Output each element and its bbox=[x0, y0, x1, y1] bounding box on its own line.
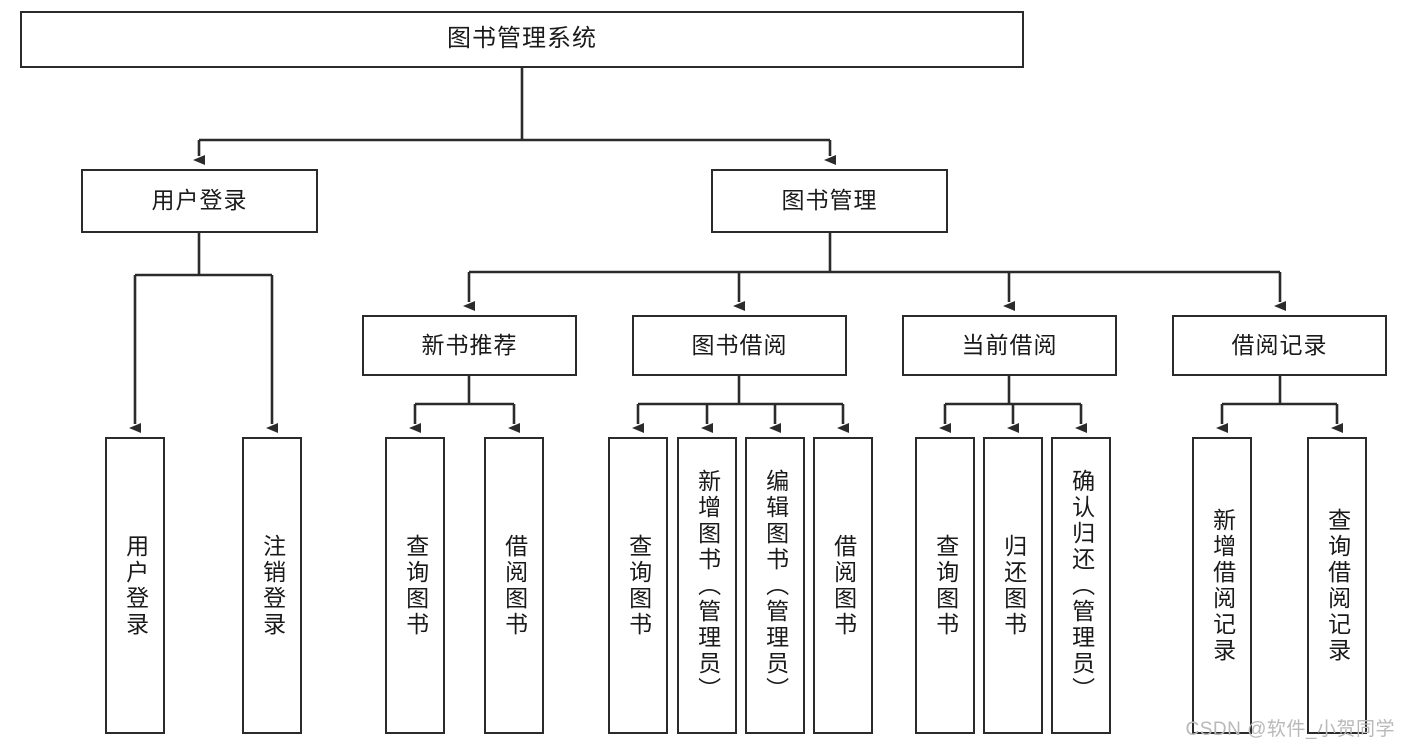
node-leaf-confirm-return[interactable]: 确认归还（管理员） bbox=[1051, 437, 1111, 734]
node-label: 新书推荐 bbox=[421, 331, 518, 358]
node-label: 注销登录 bbox=[259, 533, 286, 638]
node-leaf-return-book[interactable]: 归还图书 bbox=[983, 437, 1043, 734]
node-label: 借阅图书 bbox=[501, 533, 528, 638]
node-label: 用户登录 bbox=[122, 533, 149, 638]
node-label: 图书借阅 bbox=[691, 331, 788, 358]
node-label: 借阅记录 bbox=[1231, 331, 1328, 358]
node-label: 新增借阅记录 bbox=[1209, 507, 1236, 664]
node-label: 用户登录 bbox=[151, 187, 248, 214]
node-label: 编辑图书（管理员） bbox=[762, 468, 789, 703]
node-leaf-edit-book[interactable]: 编辑图书（管理员） bbox=[745, 437, 805, 734]
node-leaf-add-record[interactable]: 新增借阅记录 bbox=[1192, 437, 1252, 734]
node-leaf-query-record[interactable]: 查询借阅记录 bbox=[1307, 437, 1367, 734]
node-root-system[interactable]: 图书管理系统 bbox=[20, 11, 1024, 68]
node-label: 查询借阅记录 bbox=[1324, 507, 1351, 664]
node-leaf-query-book-2[interactable]: 查询图书 bbox=[608, 437, 668, 734]
node-book-manage[interactable]: 图书管理 bbox=[711, 169, 948, 233]
node-label: 查询图书 bbox=[402, 533, 429, 638]
node-label: 确认归还（管理员） bbox=[1068, 468, 1095, 703]
node-label: 查询图书 bbox=[625, 533, 652, 638]
node-user-login[interactable]: 用户登录 bbox=[81, 169, 318, 233]
node-borrow-record[interactable]: 借阅记录 bbox=[1172, 315, 1387, 376]
node-book-borrow[interactable]: 图书借阅 bbox=[632, 315, 847, 376]
node-label: 借阅图书 bbox=[830, 533, 857, 638]
node-leaf-borrow-book-2[interactable]: 借阅图书 bbox=[813, 437, 873, 734]
node-leaf-add-book[interactable]: 新增图书（管理员） bbox=[677, 437, 737, 734]
node-leaf-user-login[interactable]: 用户登录 bbox=[105, 437, 165, 734]
node-new-book-recommend[interactable]: 新书推荐 bbox=[362, 315, 577, 376]
node-leaf-borrow-book-1[interactable]: 借阅图书 bbox=[484, 437, 544, 734]
node-label: 新增图书（管理员） bbox=[694, 468, 721, 703]
node-current-borrow[interactable]: 当前借阅 bbox=[902, 315, 1117, 376]
node-label: 当前借阅 bbox=[961, 331, 1058, 358]
node-label: 图书管理 bbox=[781, 187, 878, 214]
watermark: CSDN @软件_小贺同学 bbox=[1185, 719, 1395, 740]
node-leaf-logout[interactable]: 注销登录 bbox=[242, 437, 302, 734]
node-leaf-query-book-1[interactable]: 查询图书 bbox=[385, 437, 445, 734]
node-label: 图书管理系统 bbox=[447, 25, 597, 53]
node-label: 归还图书 bbox=[1000, 533, 1027, 638]
node-leaf-query-book-3[interactable]: 查询图书 bbox=[915, 437, 975, 734]
node-label: 查询图书 bbox=[932, 533, 959, 638]
